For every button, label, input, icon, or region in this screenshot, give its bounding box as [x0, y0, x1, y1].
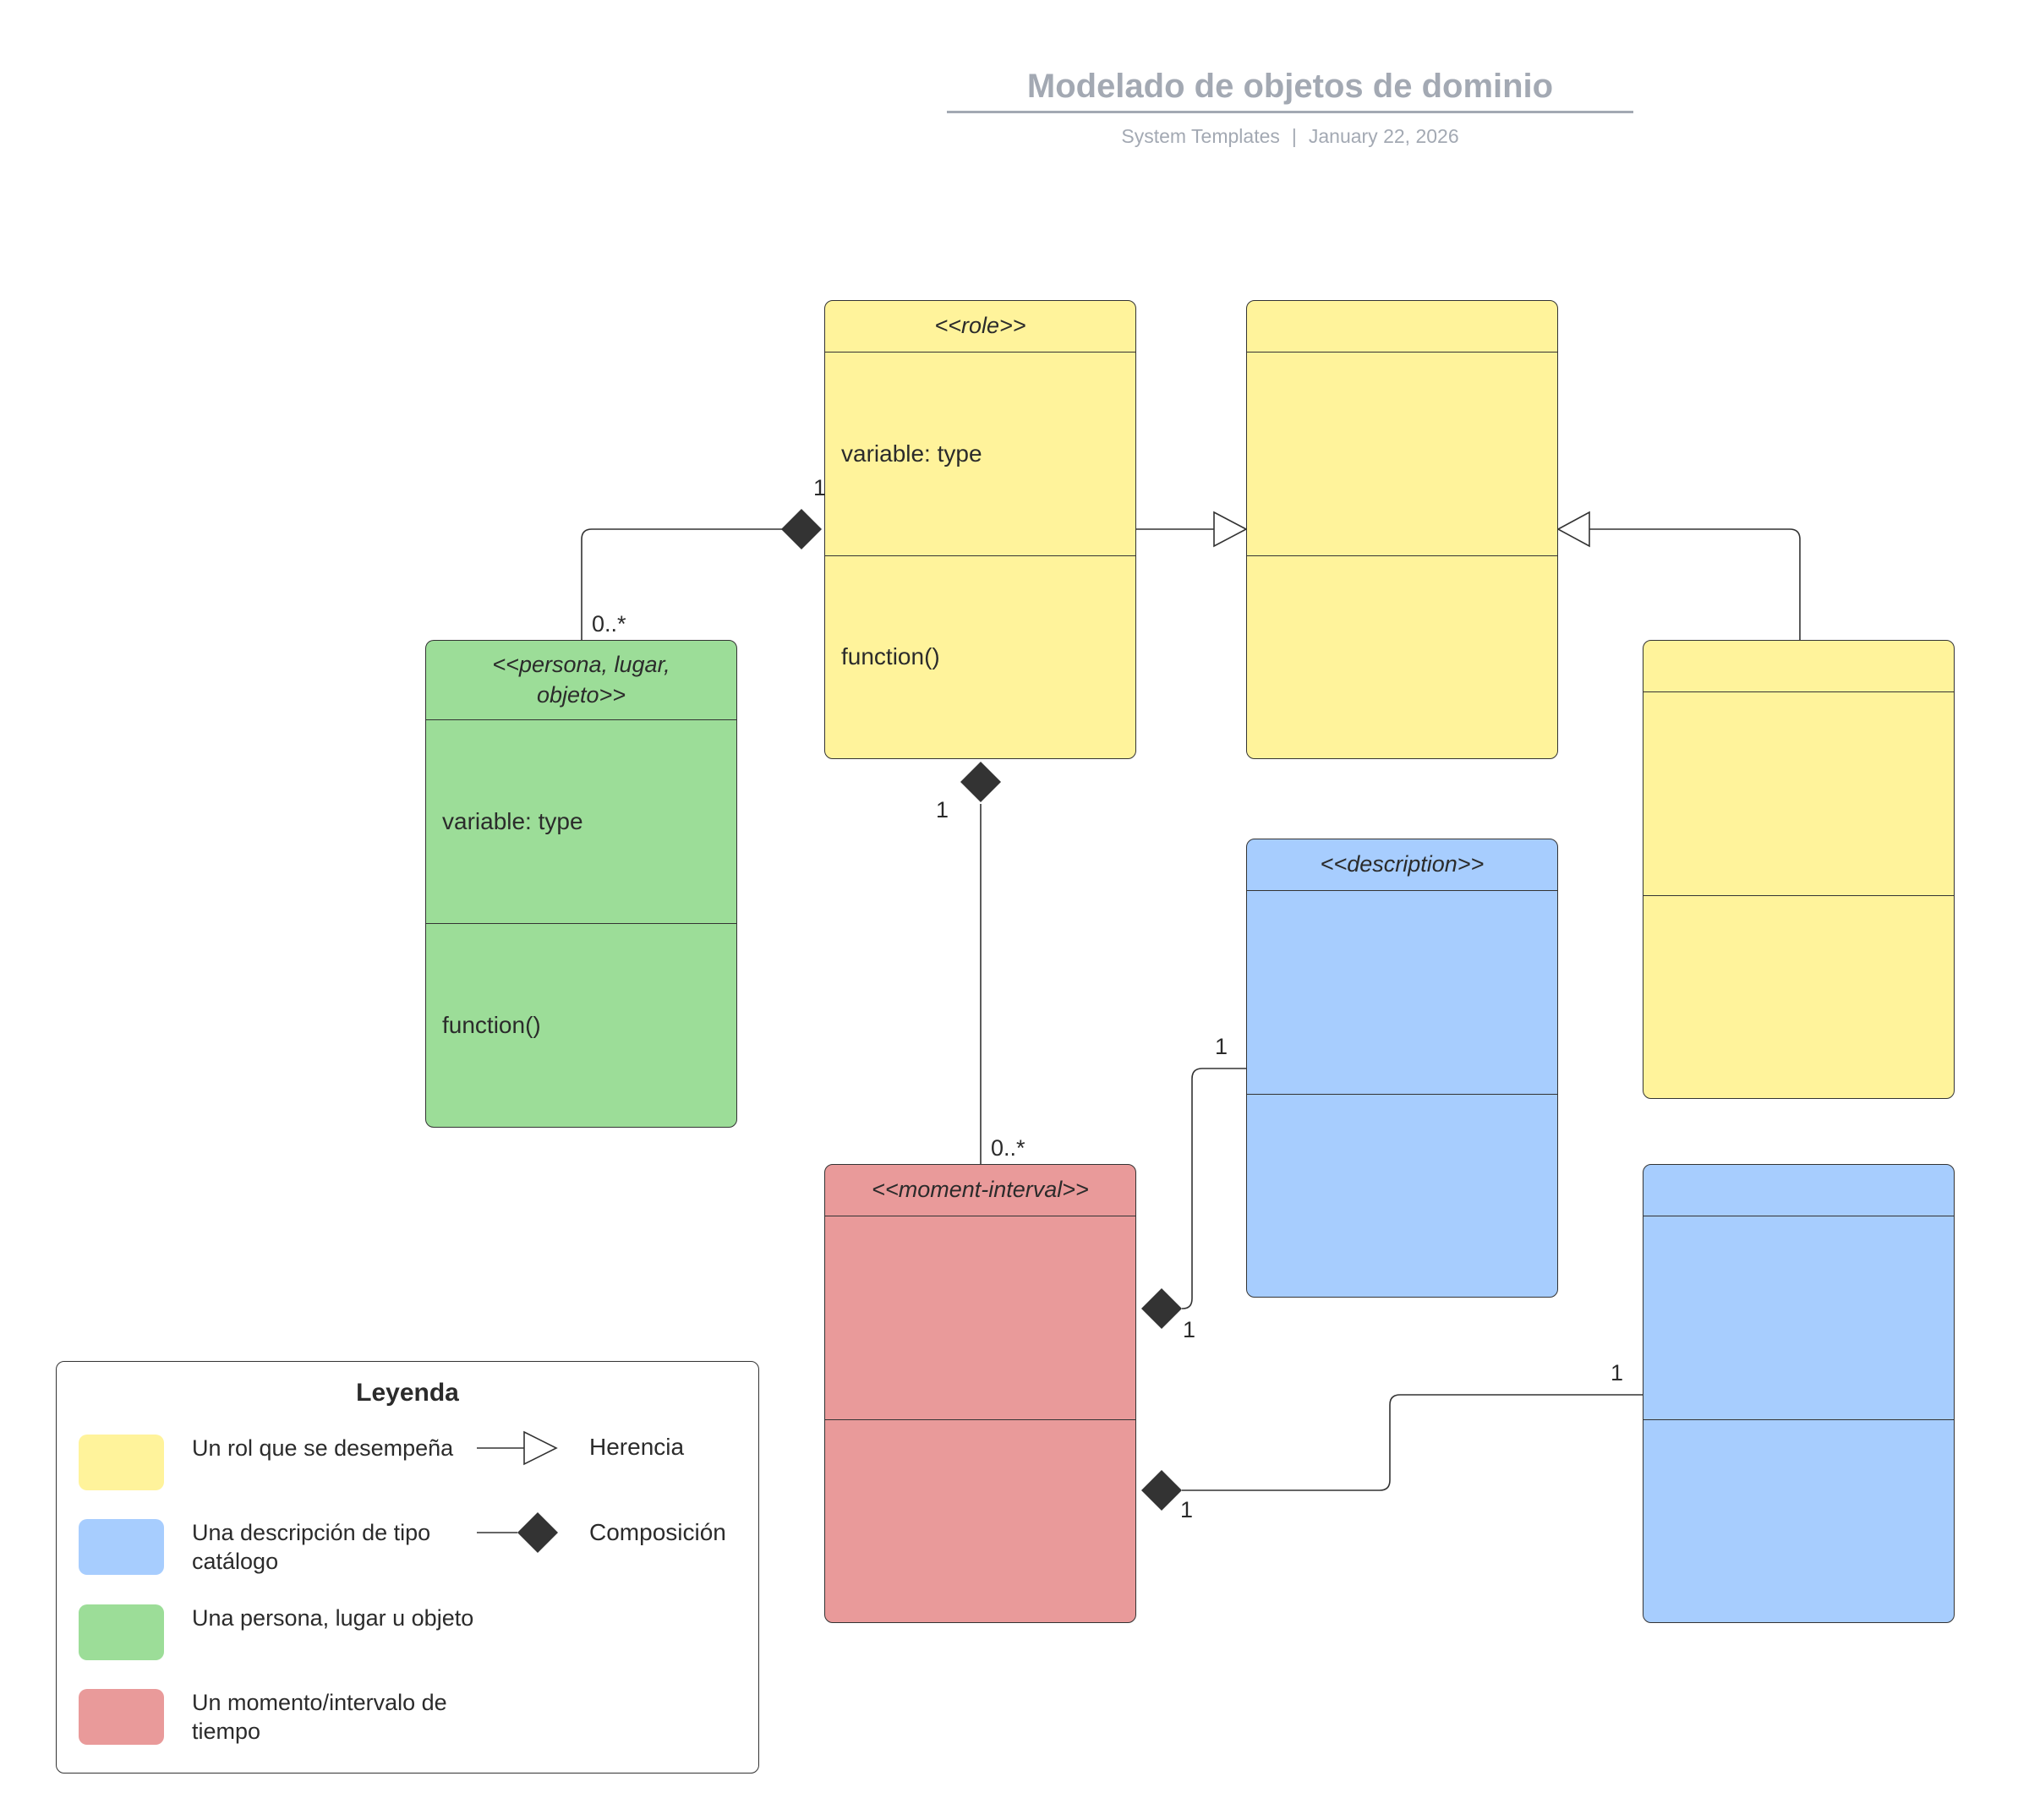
attribute-text: variable: type: [442, 808, 583, 834]
diagram-title: Modelado de objetos de dominio: [947, 68, 1633, 113]
legend-swatch-red: [79, 1689, 164, 1745]
multiplicity-label: 1: [1180, 1497, 1194, 1522]
composition-diamond-icon: [781, 509, 822, 549]
class-persona-attributes: variable: type: [426, 720, 736, 923]
diagram-subtitle: System Templates | January 22, 2026: [947, 125, 1633, 148]
multiplicity-label: 0..*: [592, 611, 626, 637]
class-role[interactable]: <<role>> variable: type function(): [824, 300, 1136, 759]
class-yellow-parent-attributes: [1247, 353, 1557, 555]
class-persona[interactable]: <<persona, lugar, objeto>> variable: typ…: [425, 640, 737, 1128]
hollow-triangle-arrow-icon: [477, 1430, 558, 1466]
class-persona-stereotype: <<persona, lugar, objeto>>: [426, 641, 736, 720]
legend-swatch-yellow: [79, 1435, 164, 1490]
legend-symbol-label: Herencia: [589, 1434, 685, 1460]
composition-moment-description-line: [1182, 1068, 1246, 1309]
composition-diamond-icon: [1141, 1470, 1182, 1511]
class-yellow-child-operations: [1643, 894, 1954, 1099]
composition-diamond-icon: [960, 762, 1001, 802]
composition-diamond-icon: [1141, 1288, 1182, 1329]
legend-item-label: Una persona, lugar u objeto: [192, 1605, 474, 1631]
class-moment-interval-operations: [825, 1418, 1135, 1623]
separator: |: [1291, 125, 1297, 147]
multiplicity-label: 1: [936, 797, 949, 823]
class-yellow-parent-stereotype: [1247, 301, 1557, 353]
legend-item-label: Un rol que se desempeña: [192, 1435, 454, 1461]
legend-title: Leyenda: [356, 1379, 459, 1407]
class-role-attributes: variable: type: [825, 353, 1135, 555]
operation-text: function(): [442, 1012, 541, 1038]
multiplicity-label: 1: [1611, 1360, 1624, 1385]
multiplicity-label: 1: [813, 475, 827, 500]
legend-item-label: Un momento/intervalo de tiempo: [192, 1690, 447, 1744]
legend-item-label: Una descripción de tipo catálogo: [192, 1520, 431, 1574]
class-description-2-operations: [1643, 1418, 1954, 1623]
legend-symbol-label: Composición: [589, 1519, 726, 1545]
class-description-stereotype: <<description>>: [1247, 839, 1557, 891]
legend-swatch-blue: [79, 1519, 164, 1575]
diagram-header: Modelado de objetos de dominio System Te…: [947, 68, 1633, 148]
class-description-2[interactable]: [1643, 1164, 1955, 1623]
multiplicity-label: 1: [1215, 1034, 1228, 1059]
class-role-stereotype: <<role>>: [825, 301, 1135, 353]
class-yellow-parent[interactable]: [1246, 300, 1558, 759]
class-moment-interval[interactable]: <<moment-interval>>: [824, 1164, 1136, 1623]
class-description[interactable]: <<description>>: [1246, 839, 1558, 1298]
date-label: January 22, 2026: [1308, 125, 1459, 147]
class-description-2-attributes: [1643, 1216, 1954, 1419]
attribute-text: variable: type: [841, 440, 982, 467]
class-yellow-child-attributes: [1643, 692, 1954, 895]
inheritance-child-parent-line: [1589, 528, 1801, 641]
class-moment-interval-attributes: [825, 1216, 1135, 1419]
class-yellow-child-stereotype: [1643, 641, 1954, 692]
class-description-attributes: [1247, 891, 1557, 1094]
legend-swatch-green: [79, 1604, 164, 1660]
class-description-operations: [1247, 1093, 1557, 1298]
operation-text: function(): [841, 643, 940, 670]
class-description-2-stereotype: [1643, 1165, 1954, 1216]
multiplicity-label: 0..*: [991, 1135, 1025, 1161]
class-persona-operations: function(): [426, 923, 736, 1127]
inheritance-triangle-icon: [1556, 511, 1590, 548]
class-yellow-parent-operations: [1247, 555, 1557, 759]
composition-moment-description2-line: [1182, 1394, 1643, 1491]
composition-role-persona-line: [581, 528, 785, 641]
legend: Leyenda Un rol que se desempeña Una desc…: [56, 1361, 759, 1774]
class-role-operations: function(): [825, 555, 1135, 759]
class-yellow-child[interactable]: [1643, 640, 1955, 1099]
multiplicity-label: 1: [1183, 1317, 1196, 1342]
source-label: System Templates: [1121, 125, 1280, 147]
filled-diamond-icon: [477, 1512, 558, 1553]
inheritance-triangle-icon: [1213, 511, 1248, 548]
class-moment-interval-stereotype: <<moment-interval>>: [825, 1165, 1135, 1216]
